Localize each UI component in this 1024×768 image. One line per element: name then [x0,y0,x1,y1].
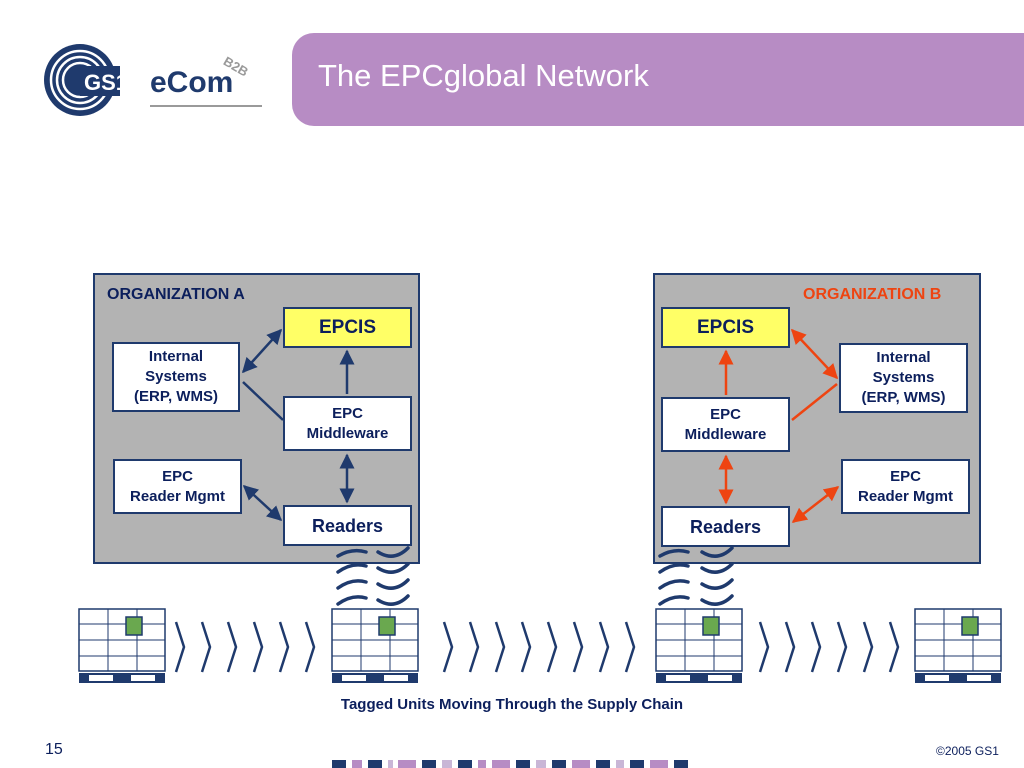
org-b-middleware-label: EPC Middleware [684,405,767,443]
movement-chevrons-1 [174,621,316,673]
org-a-middleware-label: EPC Middleware [306,404,389,442]
tagged-pallet-2 [331,608,419,683]
supply-chain-caption: Tagged Units Moving Through the Supply C… [340,696,684,713]
org-a-internal-systems-box: Internal Systems (ERP, WMS) [112,342,240,412]
org-a-reader-mgmt-label: EPC Reader Mgmt [129,467,226,505]
footer-decorative-bar [332,760,688,768]
title-banner [292,33,1024,126]
arrow-reader-mgmt-readers-b [791,486,840,523]
org-b-internal-systems-box: Internal Systems (ERP, WMS) [839,343,968,413]
org-a-readers-box: Readers [283,505,412,546]
org-b-reader-mgmt-label: EPC Reader Mgmt [857,467,954,505]
arrow-internal-to-epcis-a [241,328,283,374]
org-a-readers-label: Readers [311,515,384,536]
tagged-pallet-3 [655,608,743,683]
org-b-label: ORGANIZATION B [803,286,942,303]
org-a-middleware-box: EPC Middleware [283,396,412,451]
org-a-epcis-label: EPCIS [318,316,377,338]
movement-chevrons-3 [758,621,900,673]
gs1-logo-icon: GS1 [44,44,128,116]
gs1-logo-text: GS1 [84,70,128,95]
arrow-reader-mgmt-readers-a [242,484,283,522]
ecom-logo-text: eCom [150,66,233,99]
movement-chevrons-2 [442,621,636,673]
arrow-internal-to-epcis-b [790,328,839,380]
copyright-notice: ©2005 GS1 [936,744,999,758]
org-a-epcis-box: EPCIS [283,307,412,348]
org-b-epcis-box: EPCIS [661,307,790,348]
org-a-reader-mgmt-box: EPC Reader Mgmt [113,459,242,514]
line-middleware-to-internal-a [242,381,284,421]
tagged-pallet-4 [914,608,1002,683]
line-middleware-to-internal-b [791,383,838,421]
org-b-epcis-label: EPCIS [696,316,755,338]
slide-title: The EPCglobal Network [318,58,649,93]
org-b-readers-box: Readers [661,506,790,547]
radio-waves-a [336,546,410,606]
radio-waves-b [658,546,734,606]
gs1-ecom-logo: GS1 eCom B2B [44,44,262,116]
org-b-internal-systems-label: Internal Systems (ERP, WMS) [861,349,946,406]
org-b-readers-label: Readers [689,516,762,537]
tagged-pallet-1 [78,608,166,683]
org-b-middleware-box: EPC Middleware [661,397,790,452]
page-number: 15 [45,741,63,758]
org-b-reader-mgmt-box: EPC Reader Mgmt [841,459,970,514]
org-a-label: ORGANIZATION A [107,286,245,303]
org-a-internal-systems-label: Internal Systems (ERP, WMS) [134,348,218,405]
